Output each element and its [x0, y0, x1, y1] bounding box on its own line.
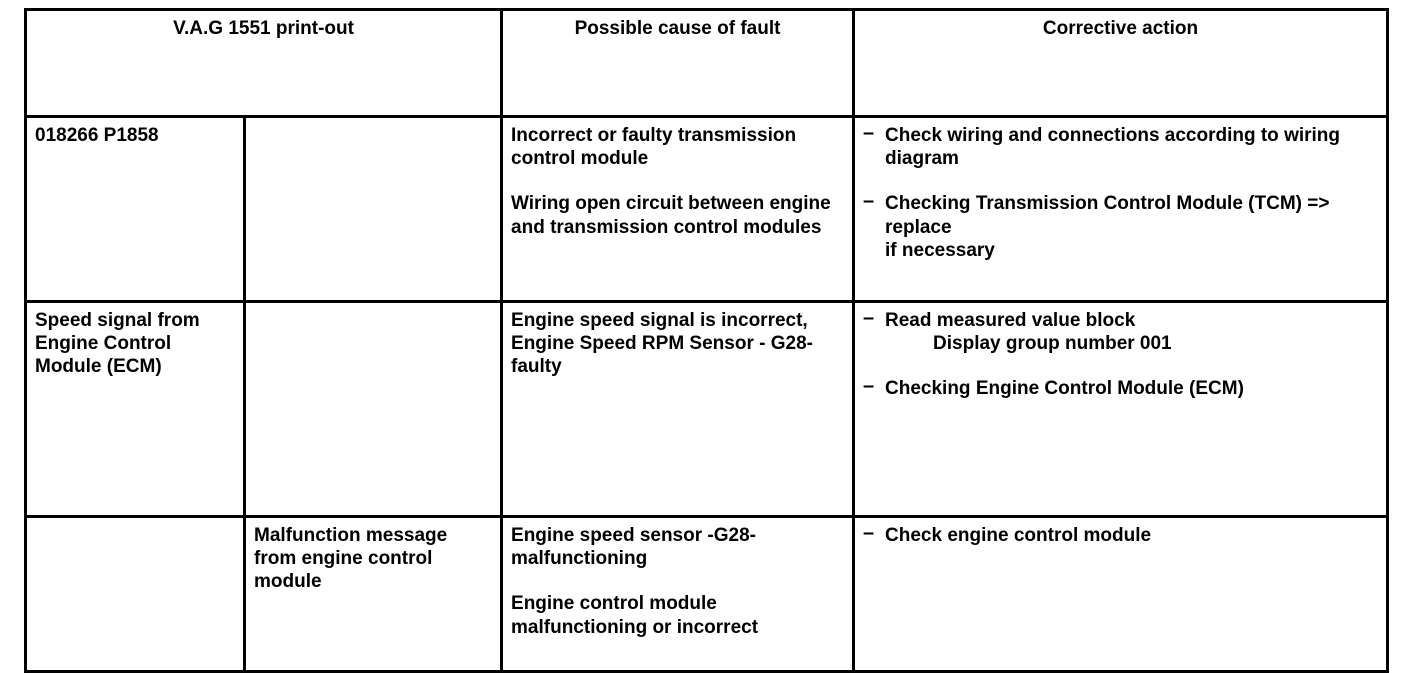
dash-bullet-icon: – — [863, 190, 875, 213]
cell-actions: – Check wiring and connections according… — [852, 115, 1390, 303]
cell-causes: Engine speed sensor -G28- malfunctioning… — [500, 515, 856, 673]
cell-printout-code — [24, 515, 246, 673]
cause-text: Incorrect or faulty transmission control… — [511, 125, 797, 170]
action-text: Checking Transmission Control Module (TC… — [885, 193, 1330, 261]
header-action: Corrective action — [852, 8, 1390, 118]
cell-printout-message — [242, 300, 504, 518]
dash-bullet-icon: – — [863, 375, 875, 398]
action-item: – Check engine control module — [863, 522, 1378, 547]
action-list: – Check engine control module — [863, 522, 1378, 547]
dash-bullet-icon: – — [863, 522, 875, 544]
action-text: Check engine control module — [885, 525, 1152, 546]
cell-actions: – Read measured value block Display grou… — [852, 300, 1390, 518]
table-header: V.A.G 1551 print-out Possible cause of f… — [23, 8, 1390, 118]
cell-causes: Incorrect or faulty transmission control… — [500, 115, 856, 303]
table-body: 018266 P1858 Incorrect or faulty transmi… — [24, 115, 1390, 673]
dash-bullet-icon: – — [863, 307, 875, 329]
cell-printout-code: Speed signal from Engine Control Module … — [24, 300, 246, 518]
table-row: Malfunction message from engine control … — [24, 515, 1390, 673]
cause-text: Engine control module malfunctioning or … — [511, 593, 759, 638]
action-item: – Checking Engine Control Module (ECM) — [863, 375, 1378, 400]
fault-table: V.A.G 1551 print-out Possible cause of f… — [23, 8, 1390, 673]
table-row: 018266 P1858 Incorrect or faulty transmi… — [24, 115, 1390, 303]
action-list: – Read measured value block Display grou… — [863, 307, 1378, 401]
cell-actions: – Check engine control module — [852, 515, 1390, 673]
cause-text: Engine speed sensor -G28- malfunctioning — [511, 525, 756, 570]
cell-printout-code: 018266 P1858 — [24, 115, 246, 303]
action-text: Checking Engine Control Module (ECM) — [885, 378, 1244, 400]
document-page: V.A.G 1551 print-out Possible cause of f… — [23, 8, 1390, 673]
cell-causes: Engine speed signal is incorrect, Engine… — [500, 300, 856, 518]
cell-printout-message: Malfunction message from engine control … — [242, 515, 504, 673]
action-text: Read measured value block — [885, 310, 1136, 331]
action-item: – Read measured value block Display grou… — [863, 307, 1378, 355]
table-row: Speed signal from Engine Control Module … — [24, 300, 1390, 518]
action-subtext: Display group number 001 — [933, 333, 1172, 355]
action-list: – Check wiring and connections according… — [863, 122, 1378, 262]
cause-text: Engine speed signal is incorrect, Engine… — [511, 310, 813, 378]
action-item: – Checking Transmission Control Module (… — [863, 190, 1378, 262]
dash-bullet-icon: – — [863, 122, 875, 144]
action-text: Check wiring and connections according t… — [885, 125, 1341, 170]
header-printout: V.A.G 1551 print-out — [23, 8, 504, 118]
action-item: – Check wiring and connections according… — [863, 122, 1378, 170]
header-row: V.A.G 1551 print-out Possible cause of f… — [23, 8, 1390, 118]
cause-text: Wiring open circuit between engine and t… — [511, 193, 831, 238]
cell-printout-message — [242, 115, 504, 303]
header-cause: Possible cause of fault — [500, 8, 856, 118]
